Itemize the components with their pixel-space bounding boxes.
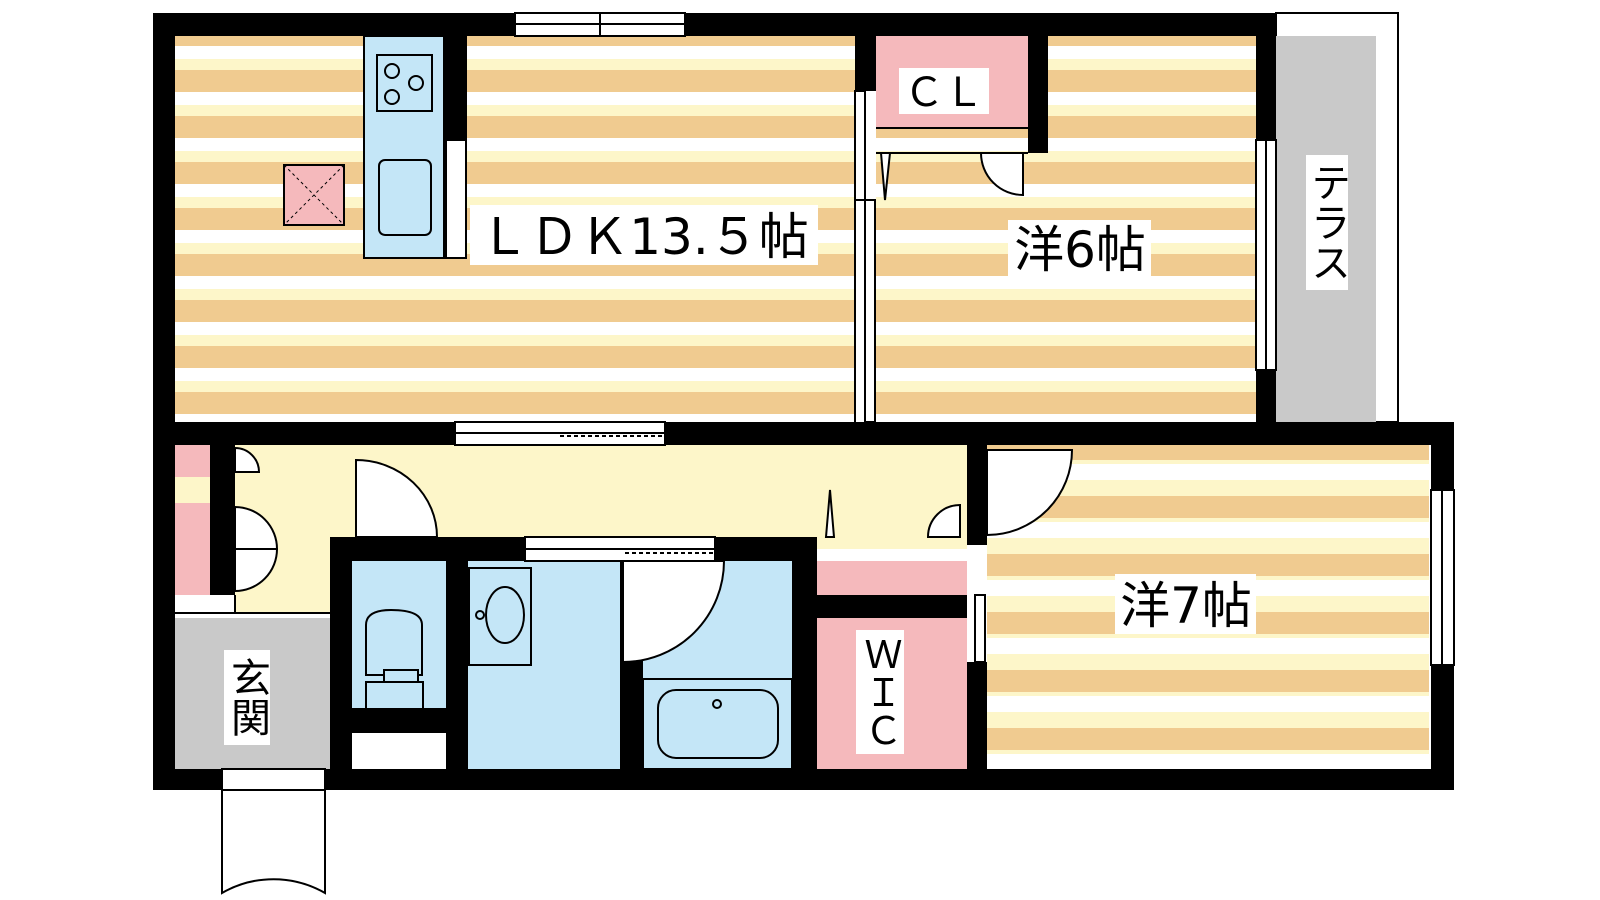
- room-label-closet: ＣＬ: [904, 70, 984, 116]
- stove-icon: [376, 54, 433, 112]
- sliding-doors: [560, 91, 980, 662]
- toilet-icon: [365, 608, 424, 710]
- room-label-wic: ＷＩＣ: [858, 635, 902, 749]
- shoe-cabinet: [175, 503, 210, 595]
- terrace: [1275, 12, 1399, 423]
- window-icon: [454, 12, 1455, 666]
- sink-icon: [378, 159, 432, 236]
- room-label-ldk: ＬＤＫ13.５帖: [479, 208, 809, 266]
- hallway-floor: [175, 445, 967, 549]
- room-label-entrance: 玄関: [224, 657, 270, 737]
- room-label-western6: 洋6帖: [1014, 221, 1146, 279]
- wic-shelf: [817, 561, 967, 595]
- room-label-terrace: テラス: [1304, 162, 1350, 282]
- shoe-cabinet-top: [175, 445, 210, 477]
- washbasin-icon: [468, 567, 532, 666]
- hatch-icon: [283, 164, 345, 226]
- room-label-western7: 洋7帖: [1120, 577, 1252, 635]
- door-swing-icon: [221, 152, 1074, 895]
- kitchen-counter: [363, 35, 467, 259]
- bathtub-icon: [642, 678, 793, 770]
